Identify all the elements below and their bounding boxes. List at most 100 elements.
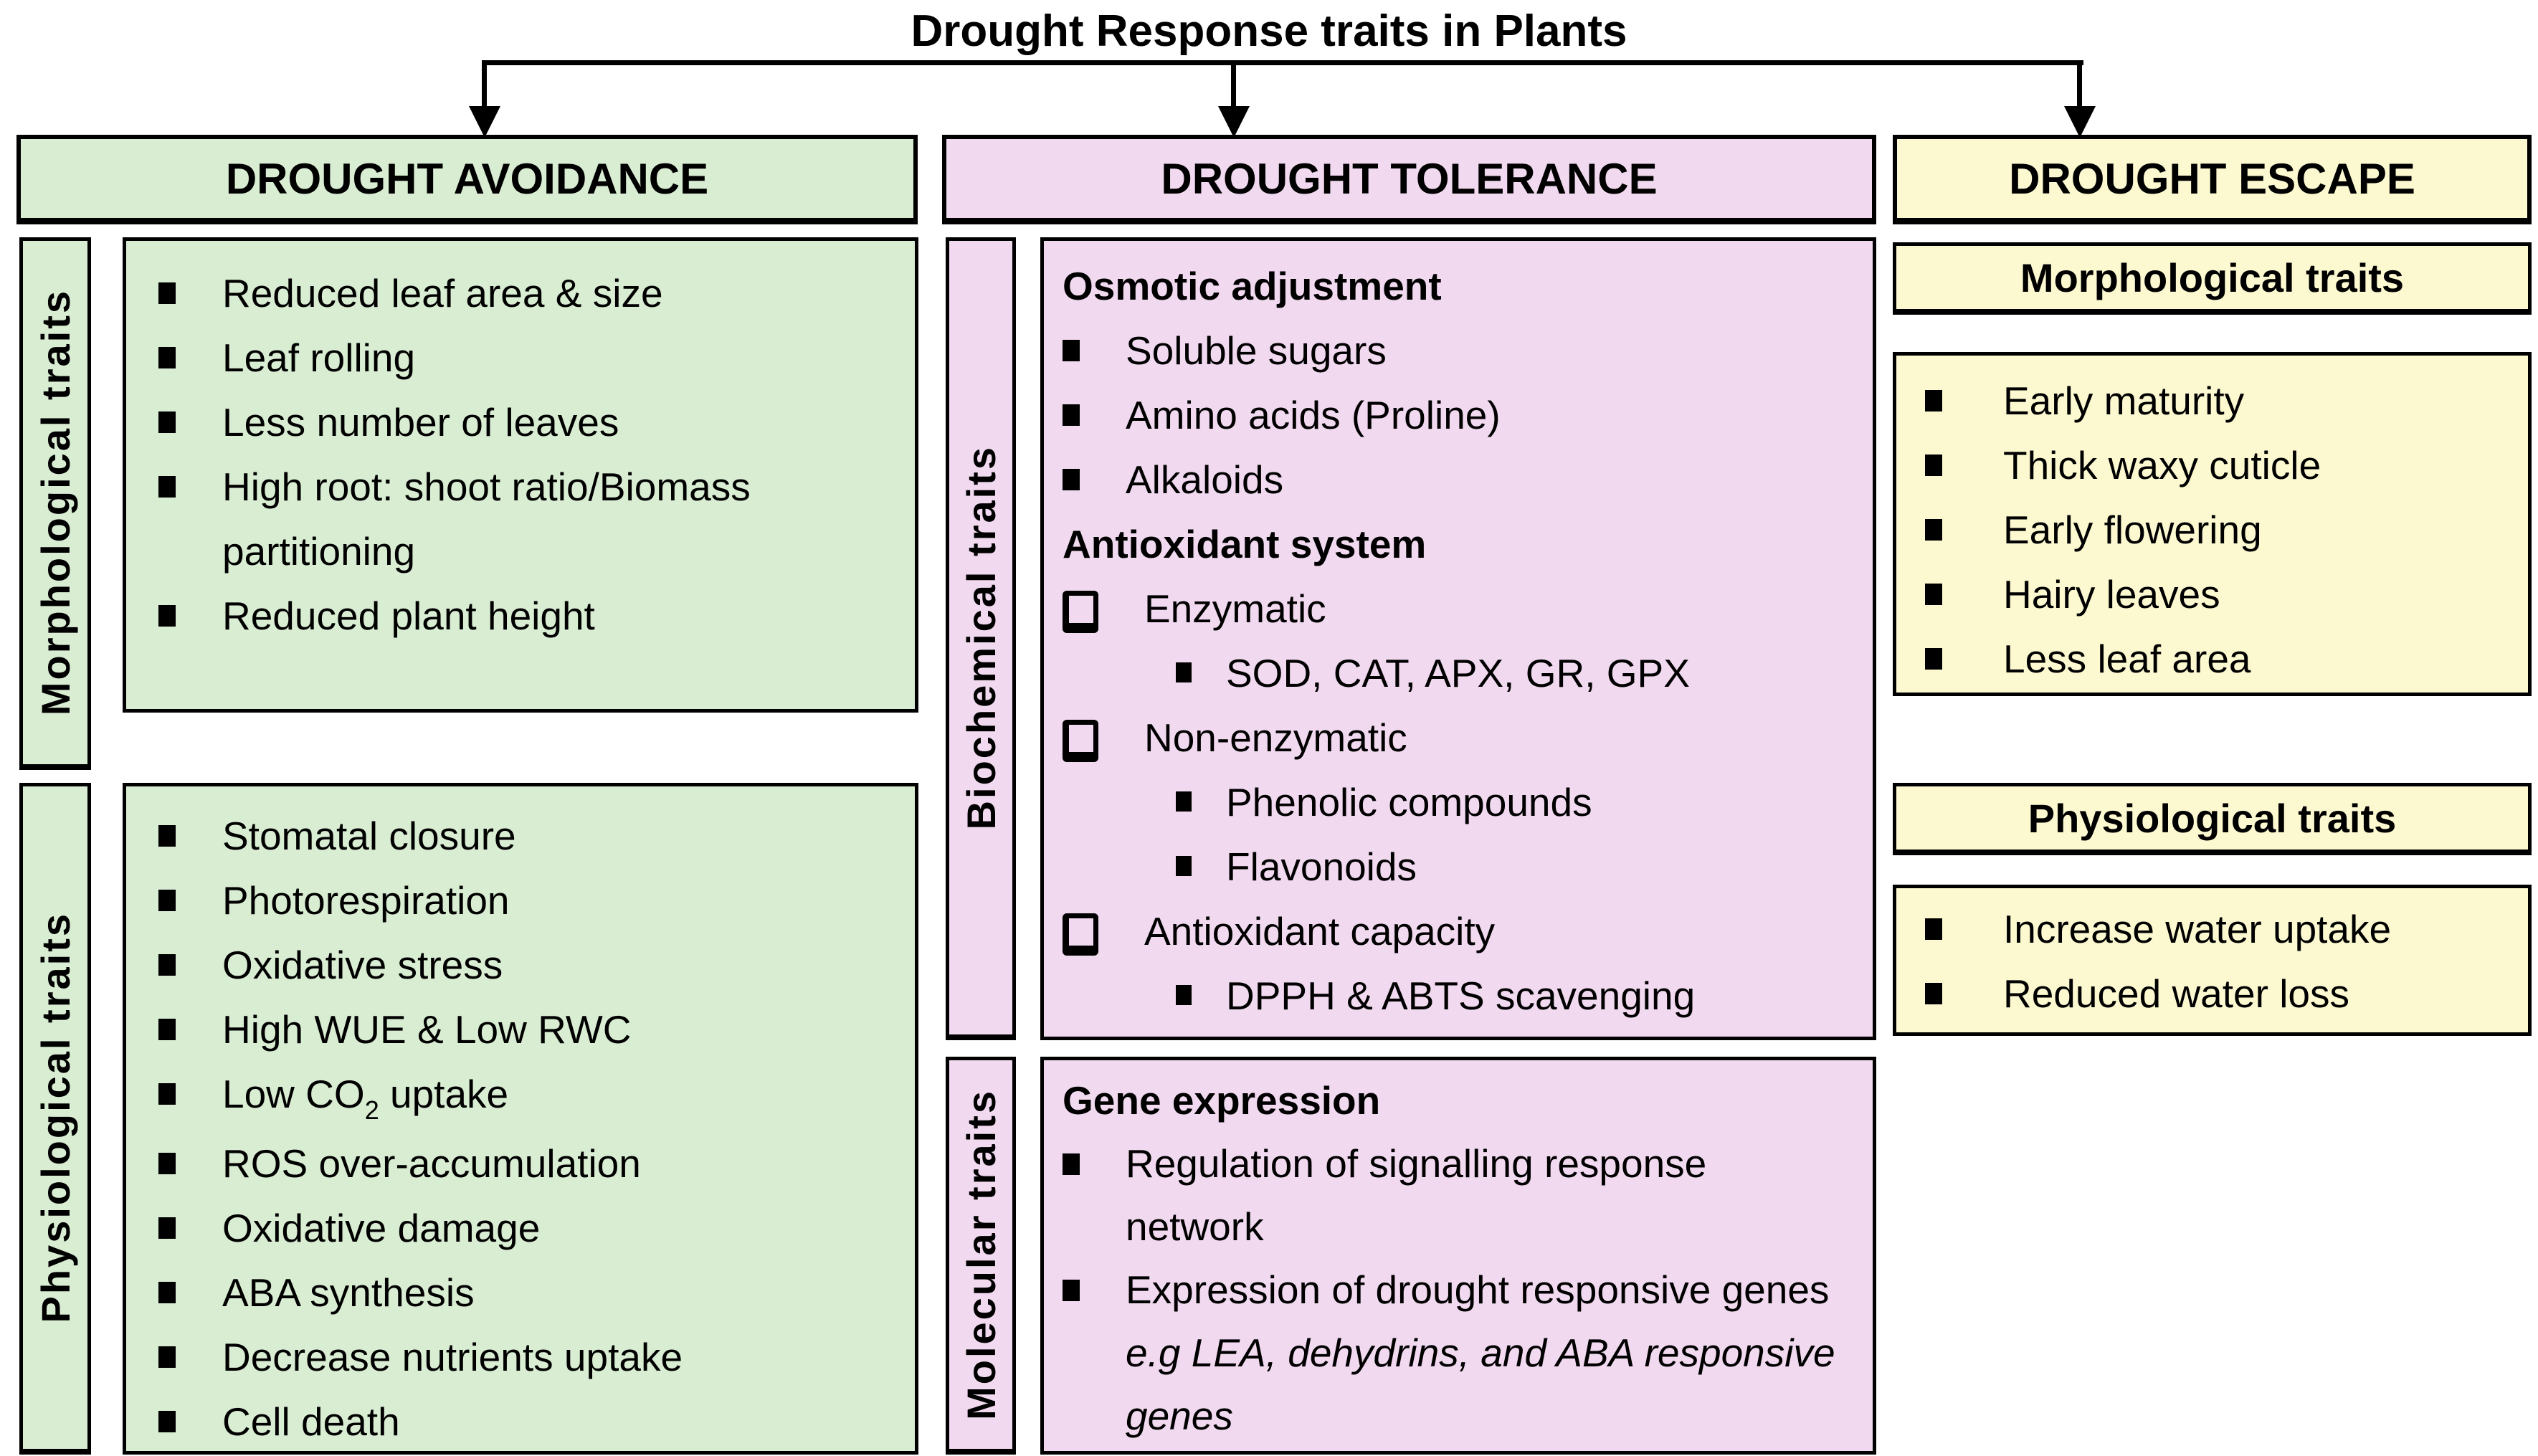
list-item: Reduced plant height [158,584,893,648]
square-bullet-icon [1925,390,1942,411]
list-item-text: SOD, CAT, APX, GR, GPX [1226,651,1690,695]
list-item: Cell death [158,1389,893,1451]
square-bullet-icon [158,411,176,433]
square-bullet-icon [158,282,176,304]
checkbox-bullet-icon [1063,720,1098,762]
list-item-text: High WUE & Low RWC [222,1007,632,1052]
header-drought-avoidance: DROUGHT AVOIDANCE [16,135,918,224]
square-bullet-icon [158,347,176,368]
square-bullet-icon [158,825,176,847]
square-bullet-icon [158,605,176,627]
list-item-text: Early flowering [2003,508,2262,552]
list-item-text: Photorespiration [222,878,510,923]
square-bullet-icon [158,1346,176,1368]
list-item: Phenolic compounds [1063,770,1844,834]
down-arrow-icon [2064,106,2096,138]
down-arrow-icon [1218,106,1250,138]
list-item-text: Early maturity [2003,379,2245,423]
list-item: Leaf rolling [158,325,893,390]
list-item: Alkaloids [1063,447,1844,512]
connector-stub-left [482,60,487,112]
subheader-physiological-escape: Physiological traits [1893,783,2532,855]
list-item: Less leaf area [1925,627,2511,691]
list-item: Low CO2 uptake [158,1062,893,1131]
square-bullet-icon [158,890,176,911]
list-item: Reduced leaf area & size [158,261,893,325]
list-item-text: High root: shoot ratio/Biomass partition… [222,465,751,574]
square-bullet-icon [158,1019,176,1040]
square-bullet-icon [1925,918,1942,940]
side-label-molecular: Molecular traits [946,1057,1016,1455]
list-item: Expression of drought responsive genes e… [1063,1258,1840,1447]
list-item: Reduced water loss [1925,961,2511,1026]
side-label-physiological-avoidance: Physiological traits [19,783,91,1455]
list-item: Less number of leaves [158,390,893,455]
list-item-text: Oxidative damage [222,1206,541,1250]
list-item: High WUE & Low RWC [158,997,893,1062]
square-bullet-icon [158,1411,176,1432]
header-drought-tolerance: DROUGHT TOLERANCE [942,135,1876,224]
list-item: High root: shoot ratio/Biomass partition… [158,455,893,584]
side-label-text: Biochemical traits [958,445,1004,830]
square-bullet-icon [1176,791,1192,812]
list-item: ABA synthesis [158,1260,893,1325]
square-bullet-icon [1176,985,1192,1005]
list-item-text: Flavonoids [1226,844,1417,889]
list-item: Flavonoids [1063,834,1844,899]
list-item-text: Soluble sugars [1126,328,1387,373]
list-item: Regulation of signalling response networ… [1063,1132,1840,1258]
list-item-text: Stomatal closure [222,814,516,858]
list-item: Antioxidant capacity [1063,899,1844,963]
list-item: Thick waxy cuticle [1925,433,2511,498]
side-label-text: Physiological traits [32,912,78,1323]
header-drought-escape: DROUGHT ESCAPE [1893,135,2532,224]
list-item-text: Low CO2 uptake [222,1072,509,1125]
list-item: Amino acids (Proline) [1063,383,1844,447]
list-item-text: Reduced leaf area & size [222,271,663,315]
square-bullet-icon [1925,584,1942,605]
list-item-text: Antioxidant capacity [1144,909,1496,953]
square-bullet-icon [1925,519,1942,541]
list-item-text: Regulation of signalling response networ… [1126,1141,1707,1249]
square-bullet-icon [158,476,176,498]
square-bullet-icon [1063,1280,1080,1301]
list-item-text: ROS over-accumulation [222,1141,641,1186]
list-item-text: Osmotic adjustment [1063,264,1442,308]
square-bullet-icon [158,1083,176,1105]
list-item: DPPH & ABTS scavenging [1063,963,1844,1028]
list-item-text: DPPH & ABTS scavenging [1226,974,1696,1018]
list-item: SOD, CAT, APX, GR, GPX [1063,641,1844,705]
side-label-text: Molecular traits [958,1089,1004,1420]
list-item-text: Alkaloids [1126,457,1284,502]
list-item: Decrease nutrients uptake [158,1325,893,1389]
square-bullet-icon [1925,648,1942,670]
list-item: Enzymatic [1063,576,1844,641]
list-item-text: Phenolic compounds [1226,780,1592,824]
subheader-morphological-escape: Morphological traits [1893,242,2532,315]
list-item-text: Expression of drought responsive genes e… [1126,1267,1835,1438]
list-item-text: Less leaf area [2003,637,2251,681]
side-label-text: Morphological traits [32,289,78,716]
square-bullet-icon [158,1217,176,1239]
list-item-text: Gene expression [1063,1078,1381,1123]
square-bullet-icon [1176,662,1192,682]
down-arrow-icon [469,106,500,138]
list-item-text: Oxidative stress [222,943,503,987]
list-item-text: Leaf rolling [222,336,416,380]
square-bullet-icon [1063,404,1080,426]
square-bullet-icon [1925,455,1942,476]
side-label-morphological-avoidance: Morphological traits [19,237,91,770]
square-bullet-icon [1063,469,1080,490]
side-label-biochemical: Biochemical traits [946,237,1016,1040]
list-item: Increase water uptake [1925,897,2511,961]
diagram-title: Drought Response traits in Plants [911,6,1627,56]
list-item-text: Cell death [222,1399,400,1444]
square-bullet-icon [158,954,176,976]
list-item-text: Less number of leaves [222,400,619,444]
list-item: Oxidative damage [158,1196,893,1260]
list-item: Stomatal closure [158,804,893,868]
